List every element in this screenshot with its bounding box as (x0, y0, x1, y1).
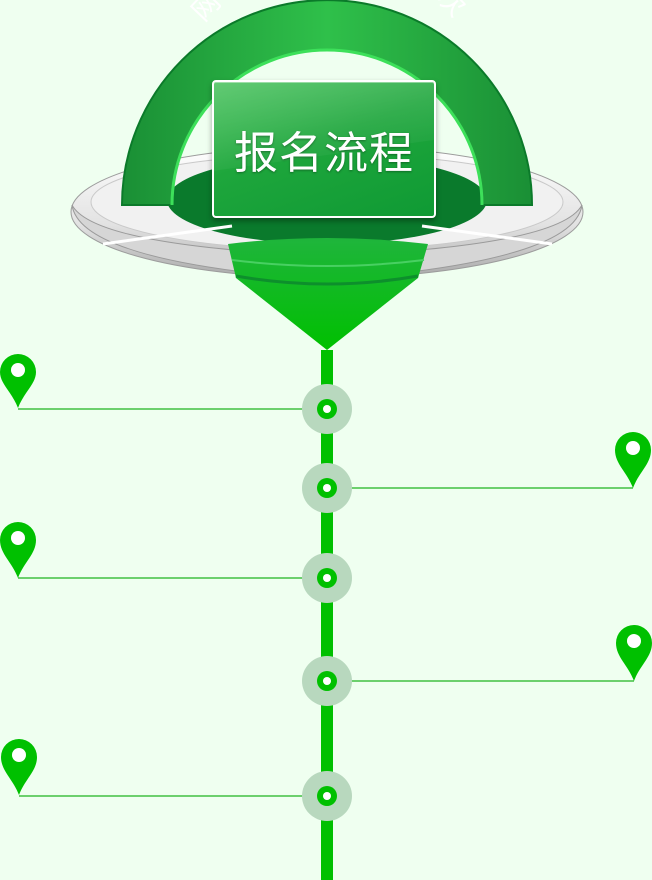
timeline-step-3 (0, 522, 352, 603)
base-ring-front (71, 204, 583, 281)
timeline-step-1 (0, 354, 352, 434)
title-box: 报名流程 (212, 80, 436, 218)
timeline-step-2 (302, 432, 651, 513)
location-pin-icon (615, 432, 651, 488)
page-title: 报名流程 (234, 128, 414, 179)
location-pin-icon (0, 522, 36, 578)
location-pin-icon (616, 625, 652, 681)
timeline-step-5 (1, 739, 352, 821)
location-pin-icon (1, 739, 37, 795)
timeline-step-4 (302, 625, 652, 706)
funnel-pointer (228, 238, 428, 350)
location-pin-icon (0, 354, 36, 408)
